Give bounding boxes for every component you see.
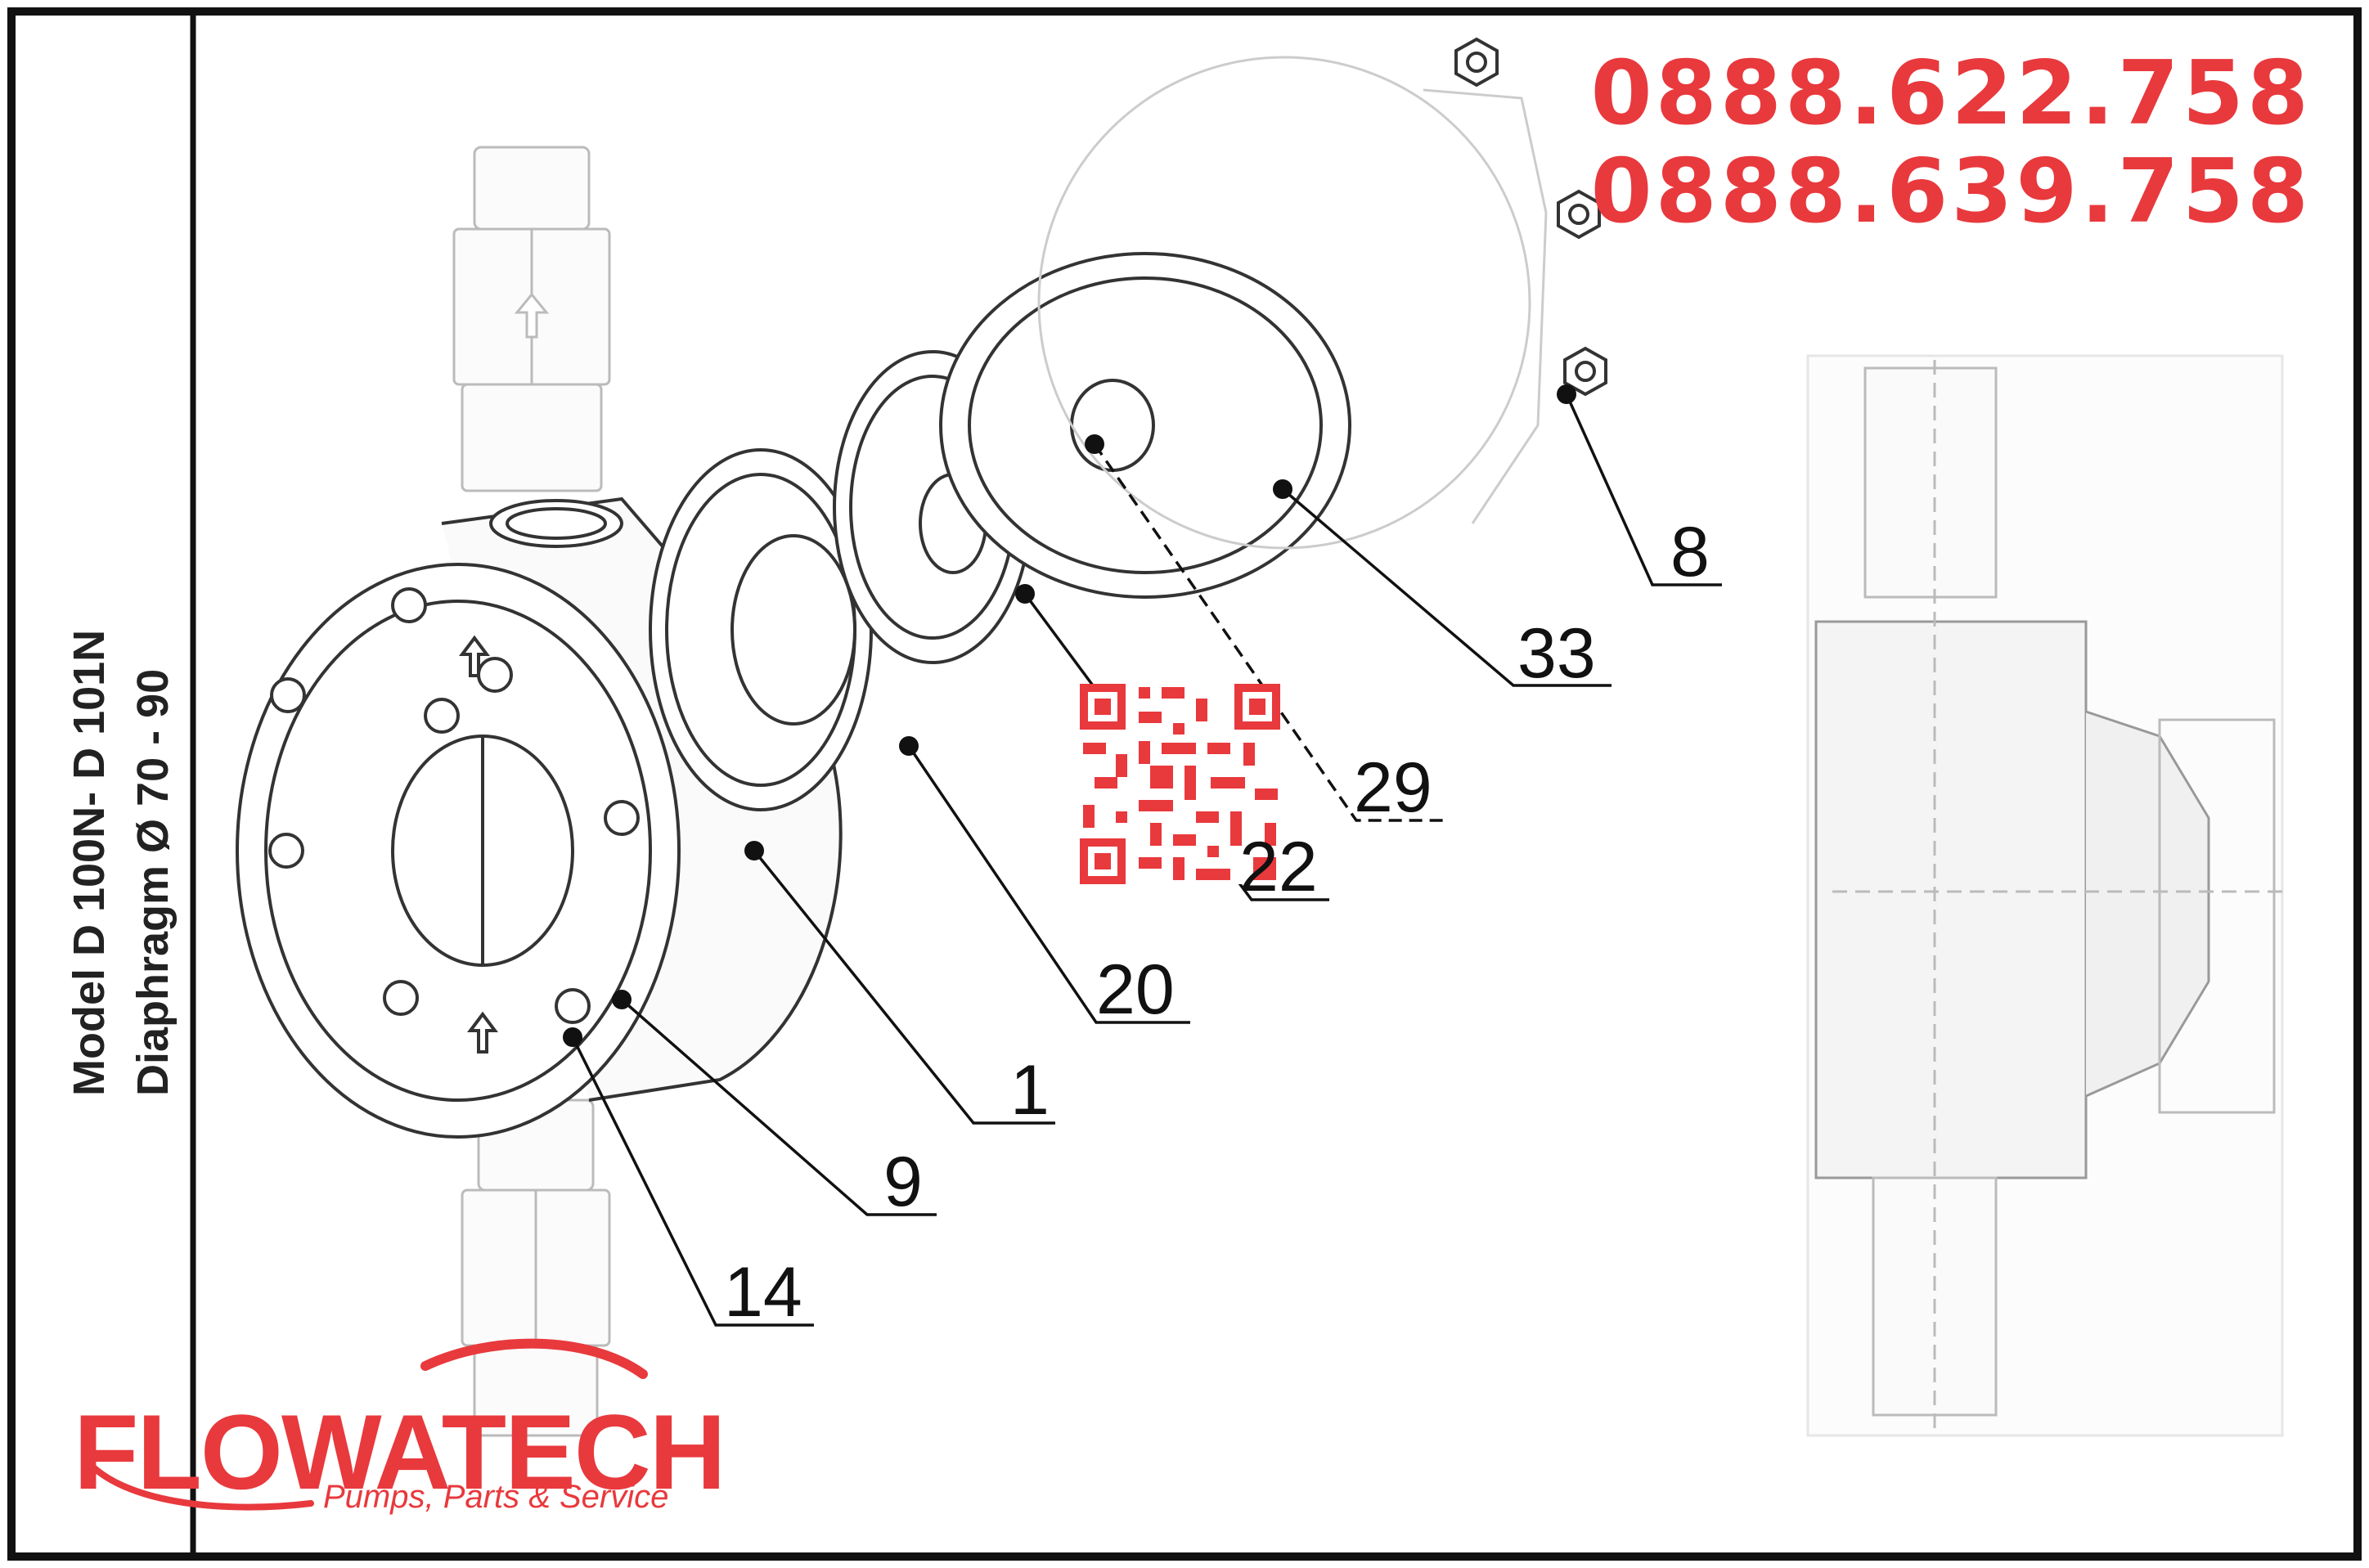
model-title: Model D 100N- D 101N Diaphragm Ø 70 - 90 (57, 0, 185, 1096)
phone-number-1: 0888.622.758 (1590, 43, 2312, 145)
brand-logo-tagline: Pumps, Parts & Service (323, 1479, 669, 1515)
part-callout-14: 14 (724, 1253, 802, 1332)
flowatech-swoosh-icon (420, 1338, 648, 1379)
part-callout-1: 1 (1010, 1051, 1050, 1130)
brand-logo-name: FLOWATECH (74, 1392, 726, 1512)
backing-ring-33-drawing (939, 252, 1351, 599)
sectional-view-drawing (1806, 354, 2284, 1437)
lower-valve-drawing (461, 1098, 611, 1437)
pump-body-drawing (1037, 56, 1548, 550)
part-callout-22: 22 (1239, 828, 1318, 906)
nuts-drawing (1454, 37, 1607, 397)
qr-code-icon (1080, 684, 1280, 884)
sheet-frame (7, 7, 2362, 1561)
part-callout-29: 29 (1354, 748, 1432, 827)
part-callout-9: 9 (883, 1143, 923, 1221)
part-callout-8: 8 (1670, 513, 1710, 591)
diaphragm-20-drawing (649, 448, 873, 811)
upper-valve-drawing (452, 146, 611, 492)
model-title-line2: Diaphragm Ø 70 - 90 (128, 668, 178, 1096)
flowatech-underline-swoosh (87, 1461, 314, 1511)
model-title-line1: Model D 100N- D 101N (65, 629, 114, 1096)
part-callout-33: 33 (1517, 614, 1596, 693)
phone-number-2: 0888.639.758 (1590, 141, 2312, 243)
part-callout-20: 20 (1096, 950, 1175, 1029)
leader-dots (563, 384, 1576, 1047)
